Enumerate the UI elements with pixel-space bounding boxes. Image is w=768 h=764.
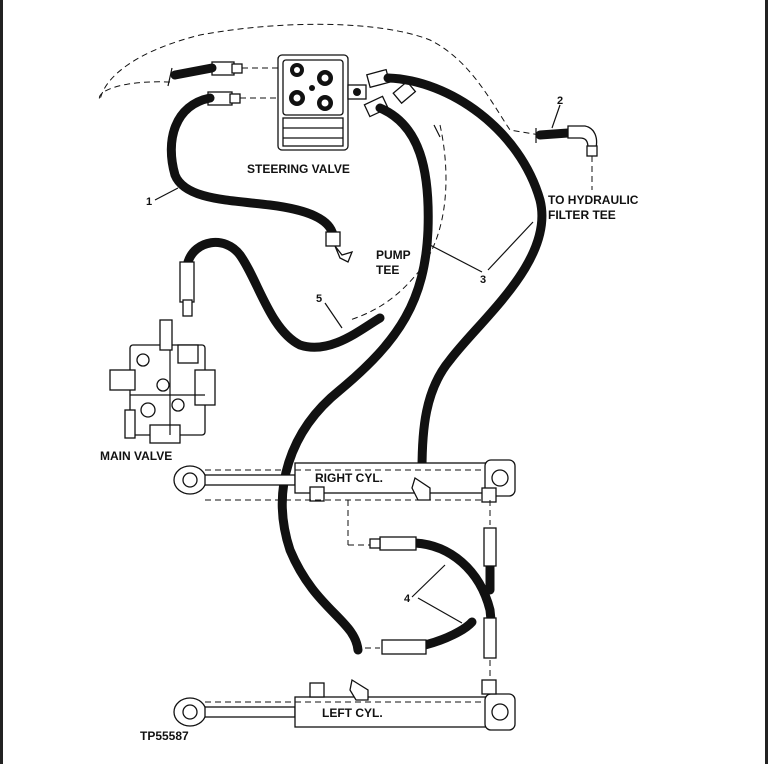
pump-tee-fitting <box>325 231 354 263</box>
frame-border-left <box>0 0 3 764</box>
hose-5-fitting <box>179 261 195 303</box>
hose-return <box>170 63 217 80</box>
hose-1 <box>166 93 338 240</box>
leader-4a <box>411 564 446 598</box>
label-steering-valve: STEERING VALVE <box>247 162 350 176</box>
hose-3b <box>383 73 547 475</box>
callout-3: 3 <box>480 274 486 286</box>
label-right-cyl: RIGHT CYL. <box>315 471 383 485</box>
hose-4-fittings <box>369 527 497 659</box>
label-to-filter-1: TO HYDRAULIC <box>548 193 639 207</box>
leader-1 <box>154 187 179 201</box>
main-valve <box>109 319 216 444</box>
hose-2 <box>535 128 573 140</box>
label-pump-tee-1: PUMP <box>376 248 411 262</box>
callout-2: 2 <box>557 95 563 107</box>
leader-3a <box>429 244 483 273</box>
leader-3b <box>487 221 534 271</box>
label-to-filter-2: FILTER TEE <box>548 208 616 222</box>
right-cylinder <box>173 459 516 503</box>
hose-5 <box>183 237 385 352</box>
leader-4b <box>417 597 463 624</box>
frame-border-right <box>765 0 768 764</box>
hose-4a <box>410 538 497 635</box>
hose-3a <box>277 103 433 655</box>
callout-1: 1 <box>146 196 152 208</box>
leader-5 <box>324 302 343 329</box>
label-main-valve: MAIN VALVE <box>100 449 172 463</box>
callout-4: 4 <box>404 593 411 605</box>
label-left-cyl: LEFT CYL. <box>322 706 383 720</box>
leader-2 <box>551 104 561 129</box>
left-cylinder <box>173 678 516 731</box>
hose-4b <box>420 617 477 650</box>
callout-5: 5 <box>316 293 322 305</box>
steering-valve <box>277 54 367 151</box>
valve-fittings <box>207 61 417 118</box>
dashed-return-line <box>98 23 541 136</box>
filter-tee-fitting <box>567 125 598 190</box>
figure-id: TP55587 <box>140 729 189 743</box>
label-pump-tee-2: TEE <box>376 263 399 277</box>
